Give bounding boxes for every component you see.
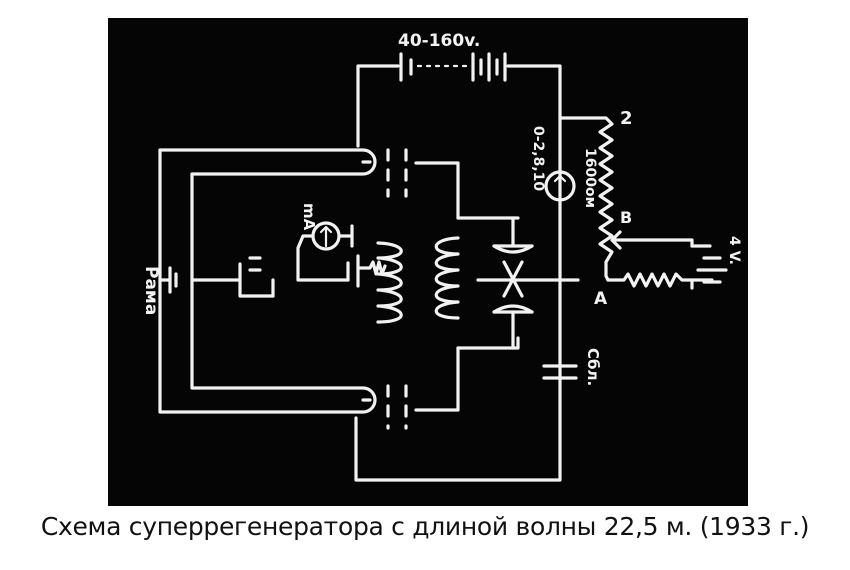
frame-antenna-inner [361,160,372,402]
milliammeter-label: mA [300,203,318,231]
right-battery [690,244,728,290]
point-b-label: B [620,208,632,227]
frame-label: Рама [141,266,161,315]
meter-range-label: 0-2,8,10 [530,126,546,191]
top-battery-symbol [399,52,507,82]
left-grid-wire [158,266,240,294]
coil-links [456,216,580,350]
figure-caption: Схема суперрегенератора с длиной волны 2… [40,512,810,541]
milliammeter-symbol [296,221,354,282]
left-grid-capacitor [238,256,275,298]
circuit-diagram: 40-160v. Рама mA 0-2,8,10 1600ом 2 [141,31,742,482]
point-2-label: 2 [620,108,633,129]
grid-coil [376,241,403,324]
resistor-value-label: 1600ом [582,148,598,208]
bypass-capacitor [542,364,578,380]
anode-coil [434,236,460,320]
battery-voltage-label: 40-160v. [398,31,480,51]
frame-antenna-outer [158,148,377,414]
tuning-capacitor [492,216,534,350]
wiper-b [610,230,694,250]
potentiometer [558,116,614,282]
plate-meter-symbol [544,170,576,202]
right-battery-label: 4 V. [726,236,742,265]
valve-anode-lines [414,161,460,412]
point-a-label: A [594,289,608,309]
top-wire [354,64,562,482]
capacitor-label: Сбл. [584,348,602,386]
grid-leak [346,254,387,288]
schematic-image: 40-160v. Рама mA 0-2,8,10 1600ом 2 [108,18,748,506]
bias-resistor [606,272,714,288]
